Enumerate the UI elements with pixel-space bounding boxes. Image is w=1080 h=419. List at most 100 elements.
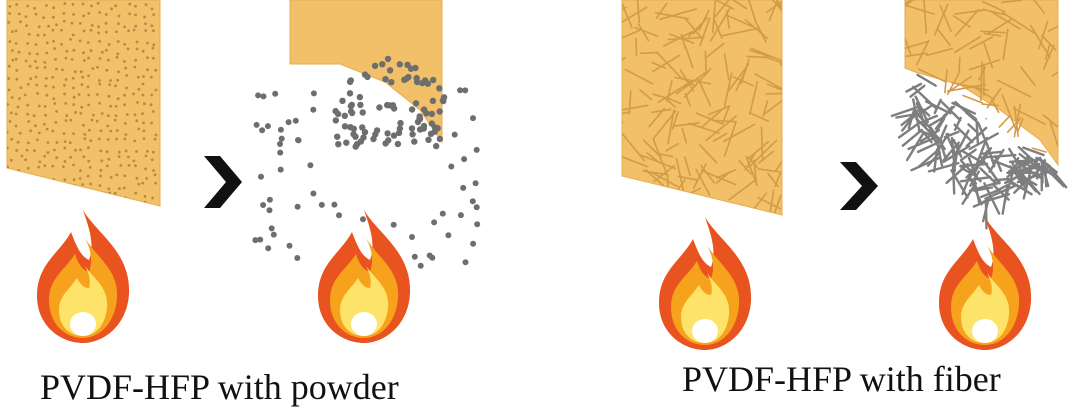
fiber-strand	[622, 6, 628, 15]
powder-particle	[51, 164, 55, 168]
powder-particle	[264, 123, 271, 130]
fiber-strand	[957, 129, 970, 150]
powder-particle	[7, 131, 9, 134]
powder-particle	[430, 76, 437, 84]
fiber-strand	[890, 106, 918, 118]
fiber-strand	[723, 121, 737, 157]
fiber-strand	[975, 136, 989, 166]
powder-particle	[135, 176, 139, 180]
powder-particle	[98, 205, 102, 206]
powder-particle	[55, 67, 58, 71]
flame-core	[972, 319, 998, 343]
powder-particle	[310, 106, 317, 113]
powder-particle	[371, 62, 379, 69]
fiber-strand	[1051, 64, 1058, 77]
powder-particle	[272, 90, 279, 97]
powder-particle	[63, 146, 67, 150]
powder-particle	[352, 133, 359, 140]
powder-particle	[144, 29, 148, 32]
powder-particle	[431, 219, 438, 226]
powder-particle	[29, 77, 33, 81]
powder-particle	[16, 140, 20, 144]
fiber-strand	[765, 92, 782, 95]
powder-particle	[17, 175, 21, 178]
powder-particle	[448, 163, 455, 170]
fiber-strand	[657, 80, 692, 104]
powder-particle	[99, 129, 103, 133]
powder-particle	[411, 253, 418, 260]
powder-particle	[63, 2, 67, 5]
powder-particle	[78, 177, 82, 180]
powder-particle	[70, 21, 74, 25]
powder-particle	[10, 137, 14, 141]
fiber-strand	[767, 194, 782, 215]
powder-particle	[285, 119, 292, 126]
powder-particle	[115, 30, 118, 34]
powder-particle	[473, 146, 480, 153]
powder-particle	[63, 140, 67, 144]
powder-particle	[277, 126, 284, 133]
powder-particle	[8, 205, 12, 206]
powder-particle	[152, 29, 155, 33]
film-burning-powder	[252, 0, 481, 269]
powder-particle	[260, 202, 267, 208]
powder-particle	[152, 169, 156, 172]
powder-particle	[24, 59, 28, 63]
powder-particle	[36, 138, 39, 142]
fiber-strand	[954, 9, 986, 15]
powder-particle	[386, 67, 394, 74]
fiber-strand	[1029, 24, 1051, 58]
fiber-strand	[988, 148, 1005, 173]
powder-particle	[372, 131, 379, 138]
fiber-strand	[982, 197, 990, 223]
powder-particle	[44, 193, 48, 197]
fiber-strand	[905, 131, 925, 162]
powder-particle	[127, 164, 131, 167]
powder-particle	[343, 139, 350, 146]
fiber-strand	[763, 55, 782, 70]
powder-particle	[37, 176, 41, 180]
powder-particle	[20, 200, 23, 204]
fiber-strand	[954, 35, 982, 54]
powder-particle	[294, 255, 301, 261]
powder-particle	[20, 195, 24, 198]
powder-particle	[74, 148, 77, 152]
fiber-strand	[933, 3, 949, 36]
powder-particle	[52, 15, 55, 19]
powder-particle	[142, 75, 145, 78]
fiber-strand	[962, 94, 984, 104]
powder-particle	[28, 64, 32, 68]
fiber-strand	[1003, 168, 1015, 203]
powder-particle	[87, 93, 91, 97]
powder-particle	[310, 90, 317, 97]
powder-particle	[24, 15, 28, 18]
powder-particle	[63, 160, 67, 163]
powder-particle	[259, 127, 266, 134]
fiber-strand	[980, 30, 1006, 34]
powder-particle	[151, 46, 155, 50]
powder-particle	[72, 178, 76, 182]
powder-particle	[11, 30, 14, 33]
fiber-strand	[786, 138, 788, 160]
fiber-strand	[1001, 94, 1017, 130]
powder-particle	[95, 119, 99, 123]
fiber-strand	[605, 34, 617, 41]
powder-particle	[126, 47, 130, 51]
powder-particle	[253, 121, 260, 128]
powder-particle	[292, 117, 299, 124]
fiber-panel	[605, 0, 1068, 350]
powder-particle	[106, 114, 110, 118]
powder-particle	[68, 141, 72, 145]
fiber-strand	[747, 156, 759, 168]
powder-particle	[38, 160, 42, 164]
fiber-strand	[1017, 160, 1048, 174]
powder-particle	[408, 125, 416, 132]
powder-particle	[45, 184, 49, 188]
powder-particle	[69, 38, 72, 41]
powder-particle	[117, 155, 121, 159]
fiber-strand	[655, 2, 668, 20]
powder-particle	[433, 142, 440, 150]
powder-particle	[8, 120, 12, 123]
powder-particle	[359, 124, 366, 131]
fiber-strand	[905, 2, 935, 15]
